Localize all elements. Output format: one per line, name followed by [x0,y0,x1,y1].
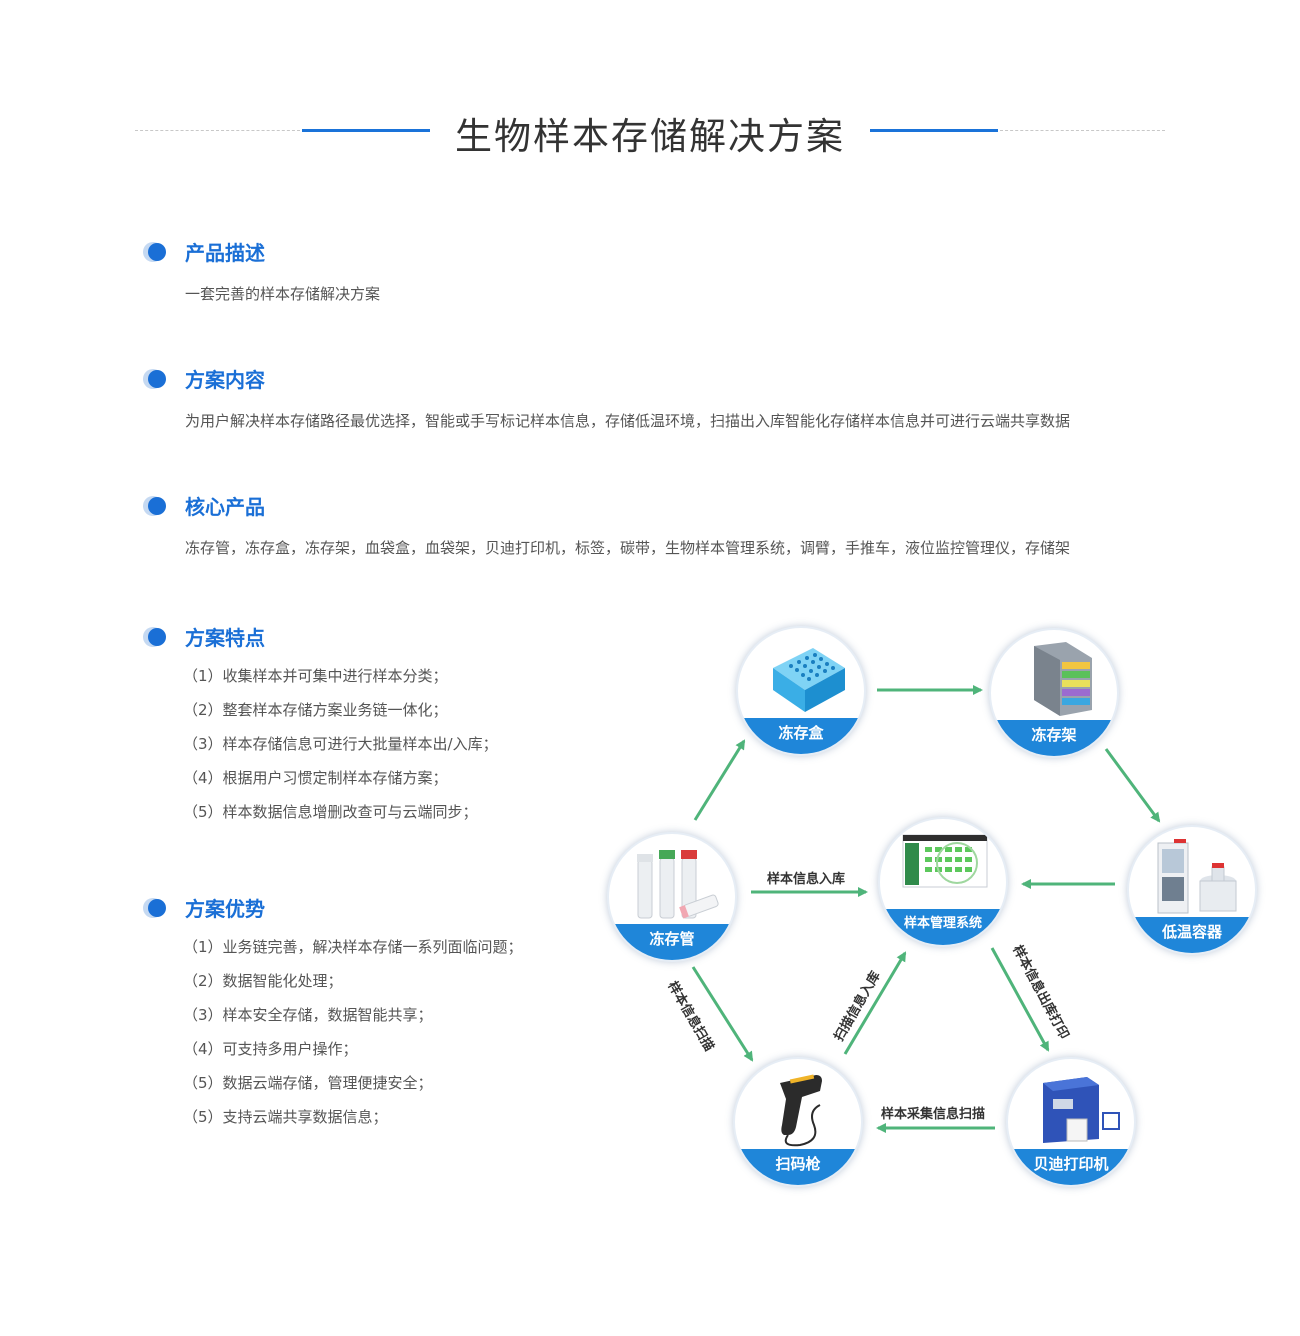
list-item: （2）整套样本存储方案业务链一体化； [183,701,448,719]
title-divider-left [135,130,300,131]
freezer-container-icon [1157,839,1237,914]
section-title: 方案优势 [185,897,265,921]
list-item: （5）样本数据信息增删改查可与云端同步； [183,803,478,821]
freezer-rack-icon [1034,642,1092,716]
node-caption: 冻存盒 [738,718,864,754]
section-title: 核心产品 [185,495,265,519]
title-accent-left [302,129,430,132]
title-divider-right [1000,130,1165,131]
arrow-tube-to-scanner [691,966,754,1062]
bullet-icon [143,496,166,516]
list-item: （2）数据智能化处理； [183,972,343,990]
list-item: （4）可支持多用户操作； [183,1040,358,1058]
workflow-diagram: 样本信息入库 样本信息扫描 扫描信息入库 样本信息出库打印 样本采集信息扫描 冻… [600,620,1270,1200]
page-header: 生物样本存储解决方案 [0,100,1300,160]
node-caption: 冻存管 [609,924,735,960]
list-item: （3）样本存储信息可进行大批量样本出/入库； [183,735,498,753]
section-title: 方案特点 [185,626,265,650]
label-printer-icon [1043,1077,1120,1143]
bullet-icon [143,242,166,262]
freezer-box-icon [773,648,845,712]
list-item: （4）根据用户习惯定制样本存储方案； [183,769,448,787]
section-text: 一套完善的样本存储解决方案 [185,285,381,303]
section-text: 为用户解决样本存储路径最优选择，智能或手写标记样本信息，存储低温环境，扫描出入库… [185,412,1071,430]
page-title: 生物样本存储解决方案 [455,115,845,158]
list-item: （5）支持云端共享数据信息； [183,1108,388,1126]
section-text: 冻存管，冻存盒，冻存架，血袋盒，血袋架，贝迪打印机，标签，碳带，生物样本管理系统… [185,539,1071,557]
node-caption: 样本管理系统 [880,909,1006,945]
edge-label-tube-to-system: 样本信息入库 [767,872,846,887]
node-caption: 低温容器 [1129,917,1255,953]
list-item: （1）收集样本并可集中进行样本分类； [183,667,448,685]
node-caption: 贝迪打印机 [1008,1149,1134,1185]
node-freezer-rack: 冻存架 [989,628,1119,758]
node-label-printer: 贝迪打印机 [1006,1057,1136,1187]
list-item: （1）业务链完善，解决样本存储一系列面临问题； [183,938,523,956]
arrow-layer [691,685,1161,1133]
bullet-icon [143,627,166,647]
title-accent-right [870,129,998,132]
node-management-system: 样本管理系统 [878,817,1008,947]
arrow-rack-to-freezer [1104,748,1161,823]
management-system-icon [902,834,988,888]
section-title: 方案内容 [185,368,265,392]
node-freezer-container: 低温容器 [1127,825,1257,955]
node-caption: 冻存架 [991,720,1117,756]
section-title: 产品描述 [185,241,265,265]
node-freezer-box: 冻存盒 [736,626,866,756]
node-barcode-scanner: 扫码枪 [733,1057,863,1187]
arrow-scanner-to-system [843,951,907,1055]
list-item: （5）数据云端存储，管理便捷安全； [183,1074,433,1092]
barcode-scanner-icon [780,1074,822,1147]
edge-label-printer-to-scanner: 样本采集信息扫描 [881,1107,986,1122]
bullet-icon [143,369,166,389]
bullet-icon [143,898,166,918]
node-cryo-tube: 冻存管 [607,832,737,962]
feature-list: （1）收集样本并可集中进行样本分类； （2）整套样本存储方案业务链一体化； （3… [183,666,498,836]
advantage-list: （1）业务链完善，解决样本存储一系列面临问题； （2）数据智能化处理； （3）样… [183,937,523,1141]
list-item: （3）样本安全存储，数据智能共享； [183,1006,433,1024]
arrow-system-to-printer [990,947,1050,1052]
node-caption: 扫码枪 [735,1149,861,1185]
cryo-tube-icon [637,850,719,919]
arrow-tube-to-box [693,739,746,821]
